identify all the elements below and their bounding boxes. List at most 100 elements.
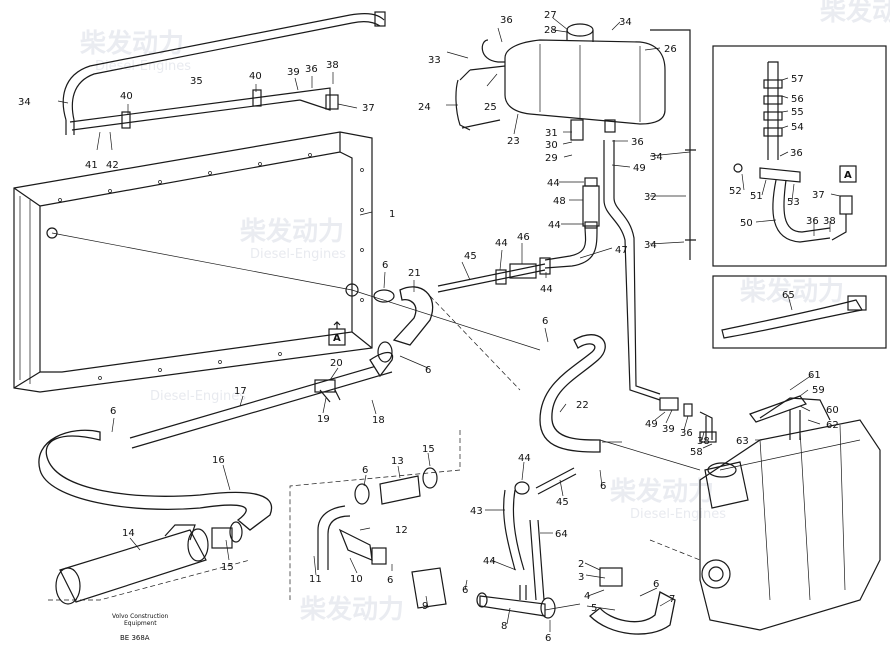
callout-6-pipe20: 6 (425, 365, 431, 376)
callout-9: 9 (422, 601, 428, 612)
tank-bracket (455, 65, 506, 131)
lower-hose (539, 334, 606, 453)
callout-1: 1 (389, 209, 395, 220)
callout-4: 4 (584, 591, 590, 602)
intercooler (55, 521, 243, 605)
callout-44-heater-upper: 44 (518, 453, 531, 464)
detail-inset-a (712, 45, 887, 267)
callout-52: 52 (729, 186, 742, 197)
callout-6-hose13: 6 (362, 465, 368, 476)
footer-company-line1: Volvo Construction (112, 613, 169, 620)
callout-54: 54 (791, 122, 804, 133)
watermark-brand: 柴发动力 (739, 276, 844, 307)
callout-38-inset: 38 (823, 216, 836, 227)
watermark-brand: 柴发动力 (79, 28, 184, 59)
callout-40-left: 40 (120, 91, 133, 102)
callout-64: 64 (555, 529, 568, 540)
vent-pipe (69, 87, 339, 131)
callout-16: 16 (212, 455, 225, 466)
watermark-brand: 柴发动力 (819, 0, 890, 27)
lower-pipe (129, 341, 394, 449)
callout-44-tank-lower: 44 (548, 220, 561, 231)
watermark-brand-en: Diesel-Engines (250, 247, 346, 262)
radiator-frame (13, 131, 373, 393)
watermark-brand: 柴发动力 (239, 216, 344, 247)
callout-8: 8 (501, 621, 507, 632)
leader-lines (57, 17, 841, 632)
callout-55: 55 (791, 107, 804, 118)
callout-36-inset-upper: 36 (790, 148, 803, 159)
charge-pipe-assembly (317, 467, 447, 609)
callout-5: 5 (591, 603, 597, 614)
callout-44-heater-lower: 44 (483, 556, 496, 567)
watermark-brand: 柴发动力 (299, 594, 404, 625)
expansion-tank (481, 23, 666, 141)
watermark-layer: 柴发动力 Diesel-Engines 柴发动力 Diesel-Engines … (79, 0, 890, 625)
callout-34-rod-upper: 34 (650, 152, 663, 163)
callout-63: 63 (736, 436, 749, 447)
bypass-pipe (437, 257, 551, 293)
detail-mark-main-label: A (333, 333, 341, 344)
callout-53: 53 (787, 197, 800, 208)
detail-mark-main: A (328, 321, 346, 346)
callout-20: 20 (330, 358, 343, 369)
tank-outlet-hose (544, 177, 600, 269)
callout-labels: 1 2 3 4 5 6 6 6 6 6 6 6 6 6 6 7 8 9 10 1… (18, 10, 839, 644)
callout-28: 28 (544, 25, 557, 36)
callout-17: 17 (234, 386, 247, 397)
callout-43: 43 (470, 506, 483, 517)
callout-6-left: 6 (110, 406, 116, 417)
engine-vent-fittings (659, 397, 717, 443)
callout-6-hose22: 6 (542, 316, 548, 327)
callout-29: 29 (545, 153, 558, 164)
callout-2: 2 (578, 559, 584, 570)
callout-39-main: 39 (287, 67, 300, 78)
callout-6-hose9: 6 (462, 585, 468, 596)
footer-drawing-code: BE 368A (120, 634, 150, 642)
callout-37-main: 37 (362, 103, 375, 114)
callout-24: 24 (418, 102, 431, 113)
callout-35: 35 (190, 76, 203, 87)
detail-mark-inset-label: A (844, 170, 852, 181)
callout-49-engine: 49 (645, 419, 658, 430)
callout-33: 33 (428, 55, 441, 66)
callout-36-tank-top: 36 (500, 15, 513, 26)
callout-27: 27 (544, 10, 557, 21)
callout-31: 31 (545, 128, 558, 139)
callout-57: 57 (791, 74, 804, 85)
callout-65: 65 (782, 290, 795, 301)
callout-62: 62 (826, 420, 839, 431)
footer-block: Volvo Construction Equipment BE 368A (112, 613, 169, 642)
callout-6-pipe8: 6 (545, 633, 551, 644)
callout-34-rod-lower: 34 (644, 240, 657, 251)
callout-44-pipe45: 44 (495, 238, 508, 249)
callout-50: 50 (740, 218, 753, 229)
heater-pipes (503, 467, 577, 601)
watermark-brand-en: Diesel-Engines (95, 59, 191, 74)
callout-45-upper: 45 (464, 251, 477, 262)
callout-19: 19 (317, 414, 330, 425)
callout-58: 58 (690, 447, 703, 458)
detail-mark-inset: A (839, 165, 857, 183)
callout-6-pipe10: 6 (387, 575, 393, 586)
callout-40-upper: 40 (249, 71, 262, 82)
engine-block (699, 397, 881, 631)
callout-44-tank-upper: 44 (547, 178, 560, 189)
tank-return-pipe (603, 140, 661, 401)
watermark-brand-en: Diesel-Engines (150, 389, 246, 404)
callout-61: 61 (808, 370, 821, 381)
callout-32: 32 (644, 192, 657, 203)
callout-56: 56 (791, 94, 804, 105)
callout-30: 30 (545, 140, 558, 151)
callout-6-hose7: 6 (653, 579, 659, 590)
callout-10: 10 (350, 574, 363, 585)
callout-14: 14 (122, 528, 135, 539)
callout-11: 11 (309, 574, 322, 585)
callout-6-hose22-lower: 6 (600, 481, 606, 492)
coolant-pipe (476, 585, 556, 619)
callout-38-main: 38 (326, 60, 339, 71)
callout-51: 51 (750, 191, 763, 202)
watermark-brand: 柴发动力 (609, 476, 714, 507)
dashed-connectors (48, 289, 701, 611)
